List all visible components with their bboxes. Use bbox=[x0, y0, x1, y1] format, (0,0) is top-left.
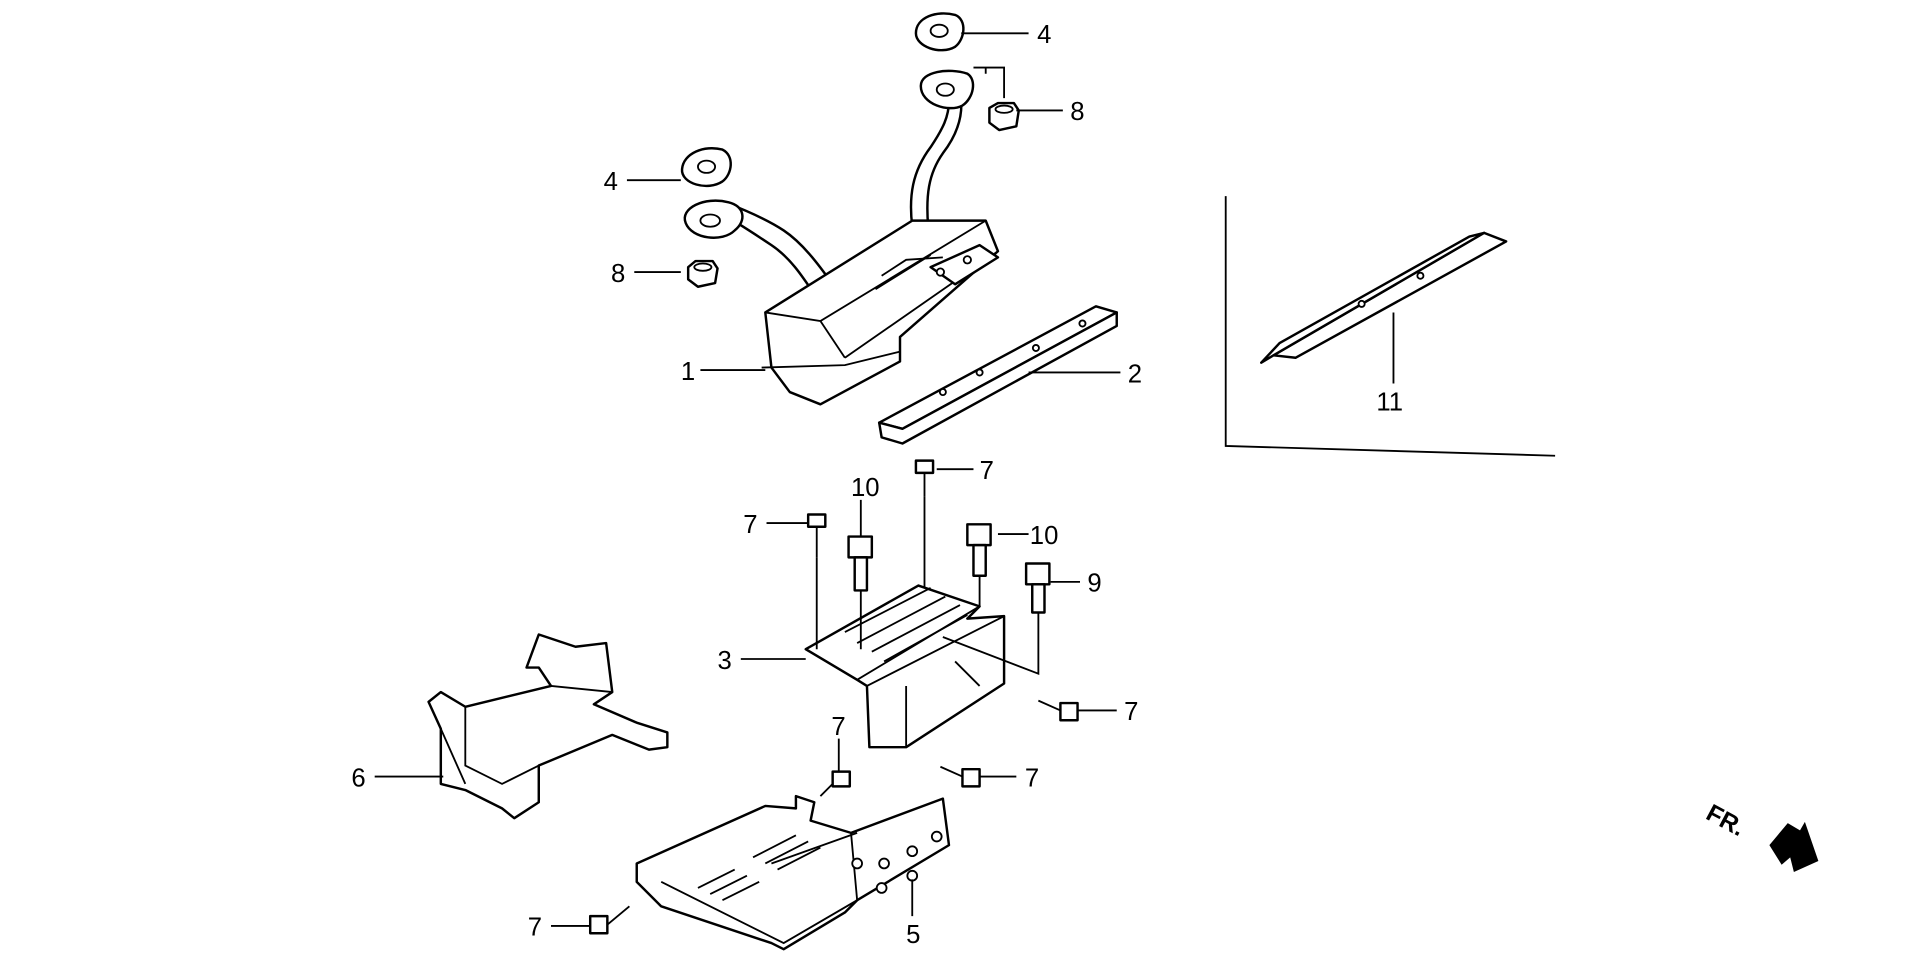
heat-shield-part bbox=[427, 633, 669, 820]
nut-left bbox=[686, 259, 719, 288]
callout-bolt-10a: 10 bbox=[851, 474, 880, 502]
stay-11-frame bbox=[1224, 196, 1556, 457]
callout-screw-d: 7 bbox=[831, 713, 845, 741]
muffler-part bbox=[683, 69, 1000, 406]
screw-icon bbox=[588, 459, 1079, 935]
callout-screw-e: 7 bbox=[1025, 764, 1039, 792]
callout-screw-a: 7 bbox=[980, 457, 994, 485]
callout-muffler-cover: 5 bbox=[906, 921, 920, 949]
muffler-stay-part bbox=[877, 305, 1118, 445]
callout-muffler-protector: 3 bbox=[718, 647, 732, 675]
muffler-cover-part bbox=[635, 794, 951, 951]
front-arrow-icon bbox=[1769, 821, 1819, 873]
front-label: FR. bbox=[1702, 800, 1749, 842]
callout-heat-shield: 6 bbox=[351, 764, 365, 792]
muffler-protector-part bbox=[804, 584, 1006, 749]
callout-screw-b: 7 bbox=[743, 511, 757, 539]
callout-gasket-left: 4 bbox=[604, 168, 618, 196]
callout-bolt-10b: 10 bbox=[1030, 522, 1059, 550]
callout-screw-c: 7 bbox=[1124, 698, 1138, 726]
leader-lines bbox=[374, 32, 1395, 927]
nut-upper bbox=[988, 101, 1020, 132]
callout-muffler-stay: 2 bbox=[1128, 360, 1142, 388]
callout-screw-f: 7 bbox=[528, 914, 542, 942]
callout-nut-upper: 8 bbox=[1070, 98, 1084, 126]
callout-muffler: 1 bbox=[681, 358, 695, 386]
front-direction-indicator: FR. bbox=[1702, 800, 1819, 873]
assembly-lines bbox=[815, 496, 1040, 676]
stay-11-part bbox=[1260, 231, 1508, 364]
callout-gasket-upper: 4 bbox=[1037, 21, 1051, 49]
callout-stay-11: 11 bbox=[1376, 388, 1403, 416]
callout-nut-left: 8 bbox=[611, 260, 625, 288]
bolt-icon bbox=[847, 523, 1051, 614]
callout-bolt-9: 9 bbox=[1087, 570, 1101, 598]
